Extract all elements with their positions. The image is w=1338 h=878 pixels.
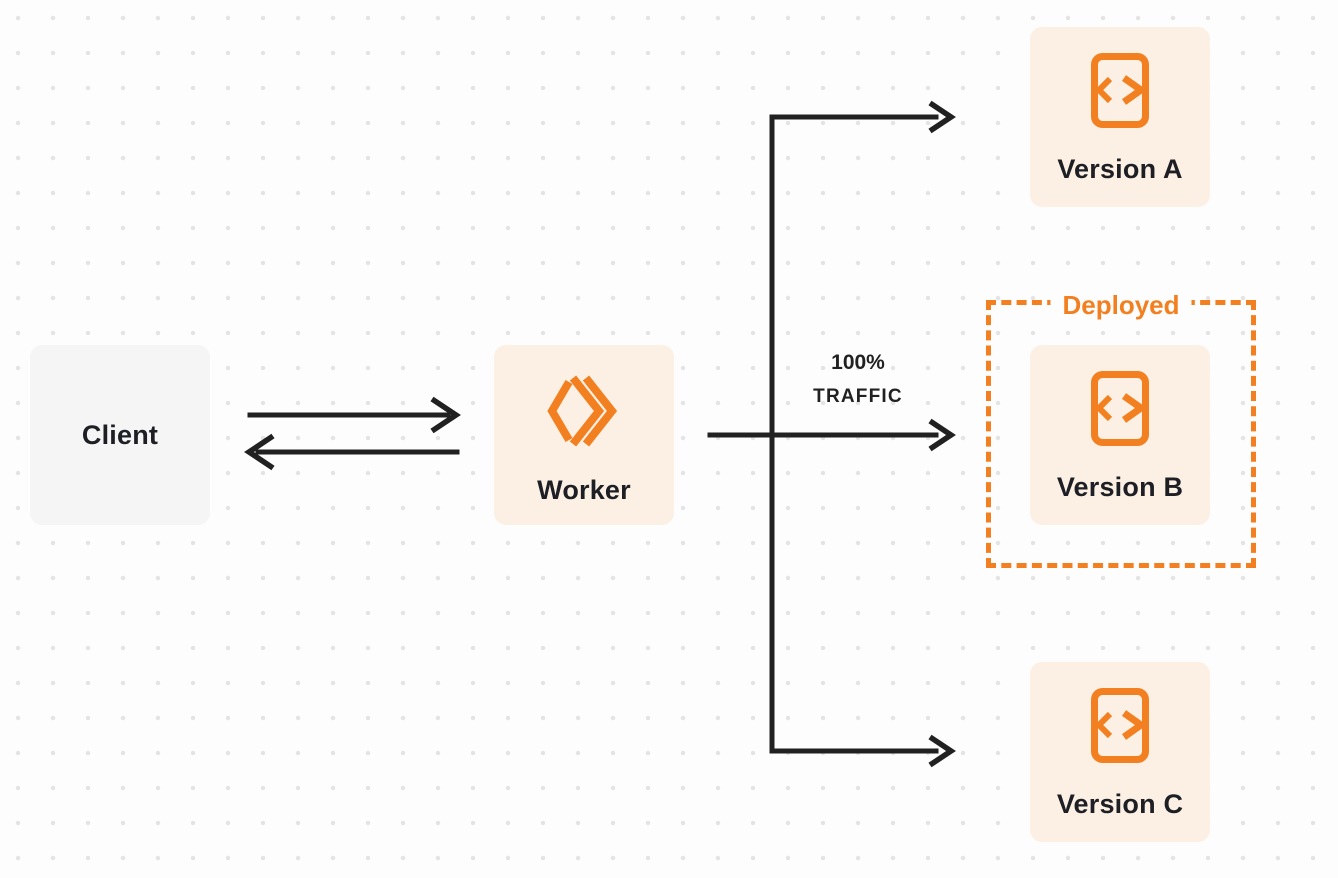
version-b-label: Version B	[1056, 472, 1184, 502]
worker-to-client-arrow	[244, 433, 460, 471]
workers-chevrons-icon	[546, 375, 622, 447]
version-c-label: Version C	[1056, 789, 1184, 819]
client-to-worker-arrow	[247, 396, 461, 434]
client-label: Client	[81, 420, 159, 450]
traffic-percent-text: 100%	[831, 351, 885, 374]
code-file-icon	[1091, 688, 1149, 763]
version-c-node: Version C	[1030, 662, 1210, 842]
code-file-icon	[1091, 371, 1149, 446]
deployed-boundary: Deployed	[986, 289, 1256, 568]
worker-node: Worker	[494, 345, 674, 525]
traffic-word-text: TRAFFIC	[813, 386, 903, 407]
traffic-annotation: 100% TRAFFIC	[778, 351, 938, 408]
code-file-icon	[1091, 53, 1149, 128]
worker-label: Worker	[537, 475, 631, 505]
version-a-node: Version A	[1030, 27, 1210, 207]
version-a-label: Version A	[1057, 154, 1183, 184]
version-b-node: Version B	[1030, 345, 1210, 525]
client-node: Client	[30, 345, 210, 525]
deployed-label: Deployed	[1050, 289, 1192, 321]
traffic-split-lines	[707, 100, 956, 768]
